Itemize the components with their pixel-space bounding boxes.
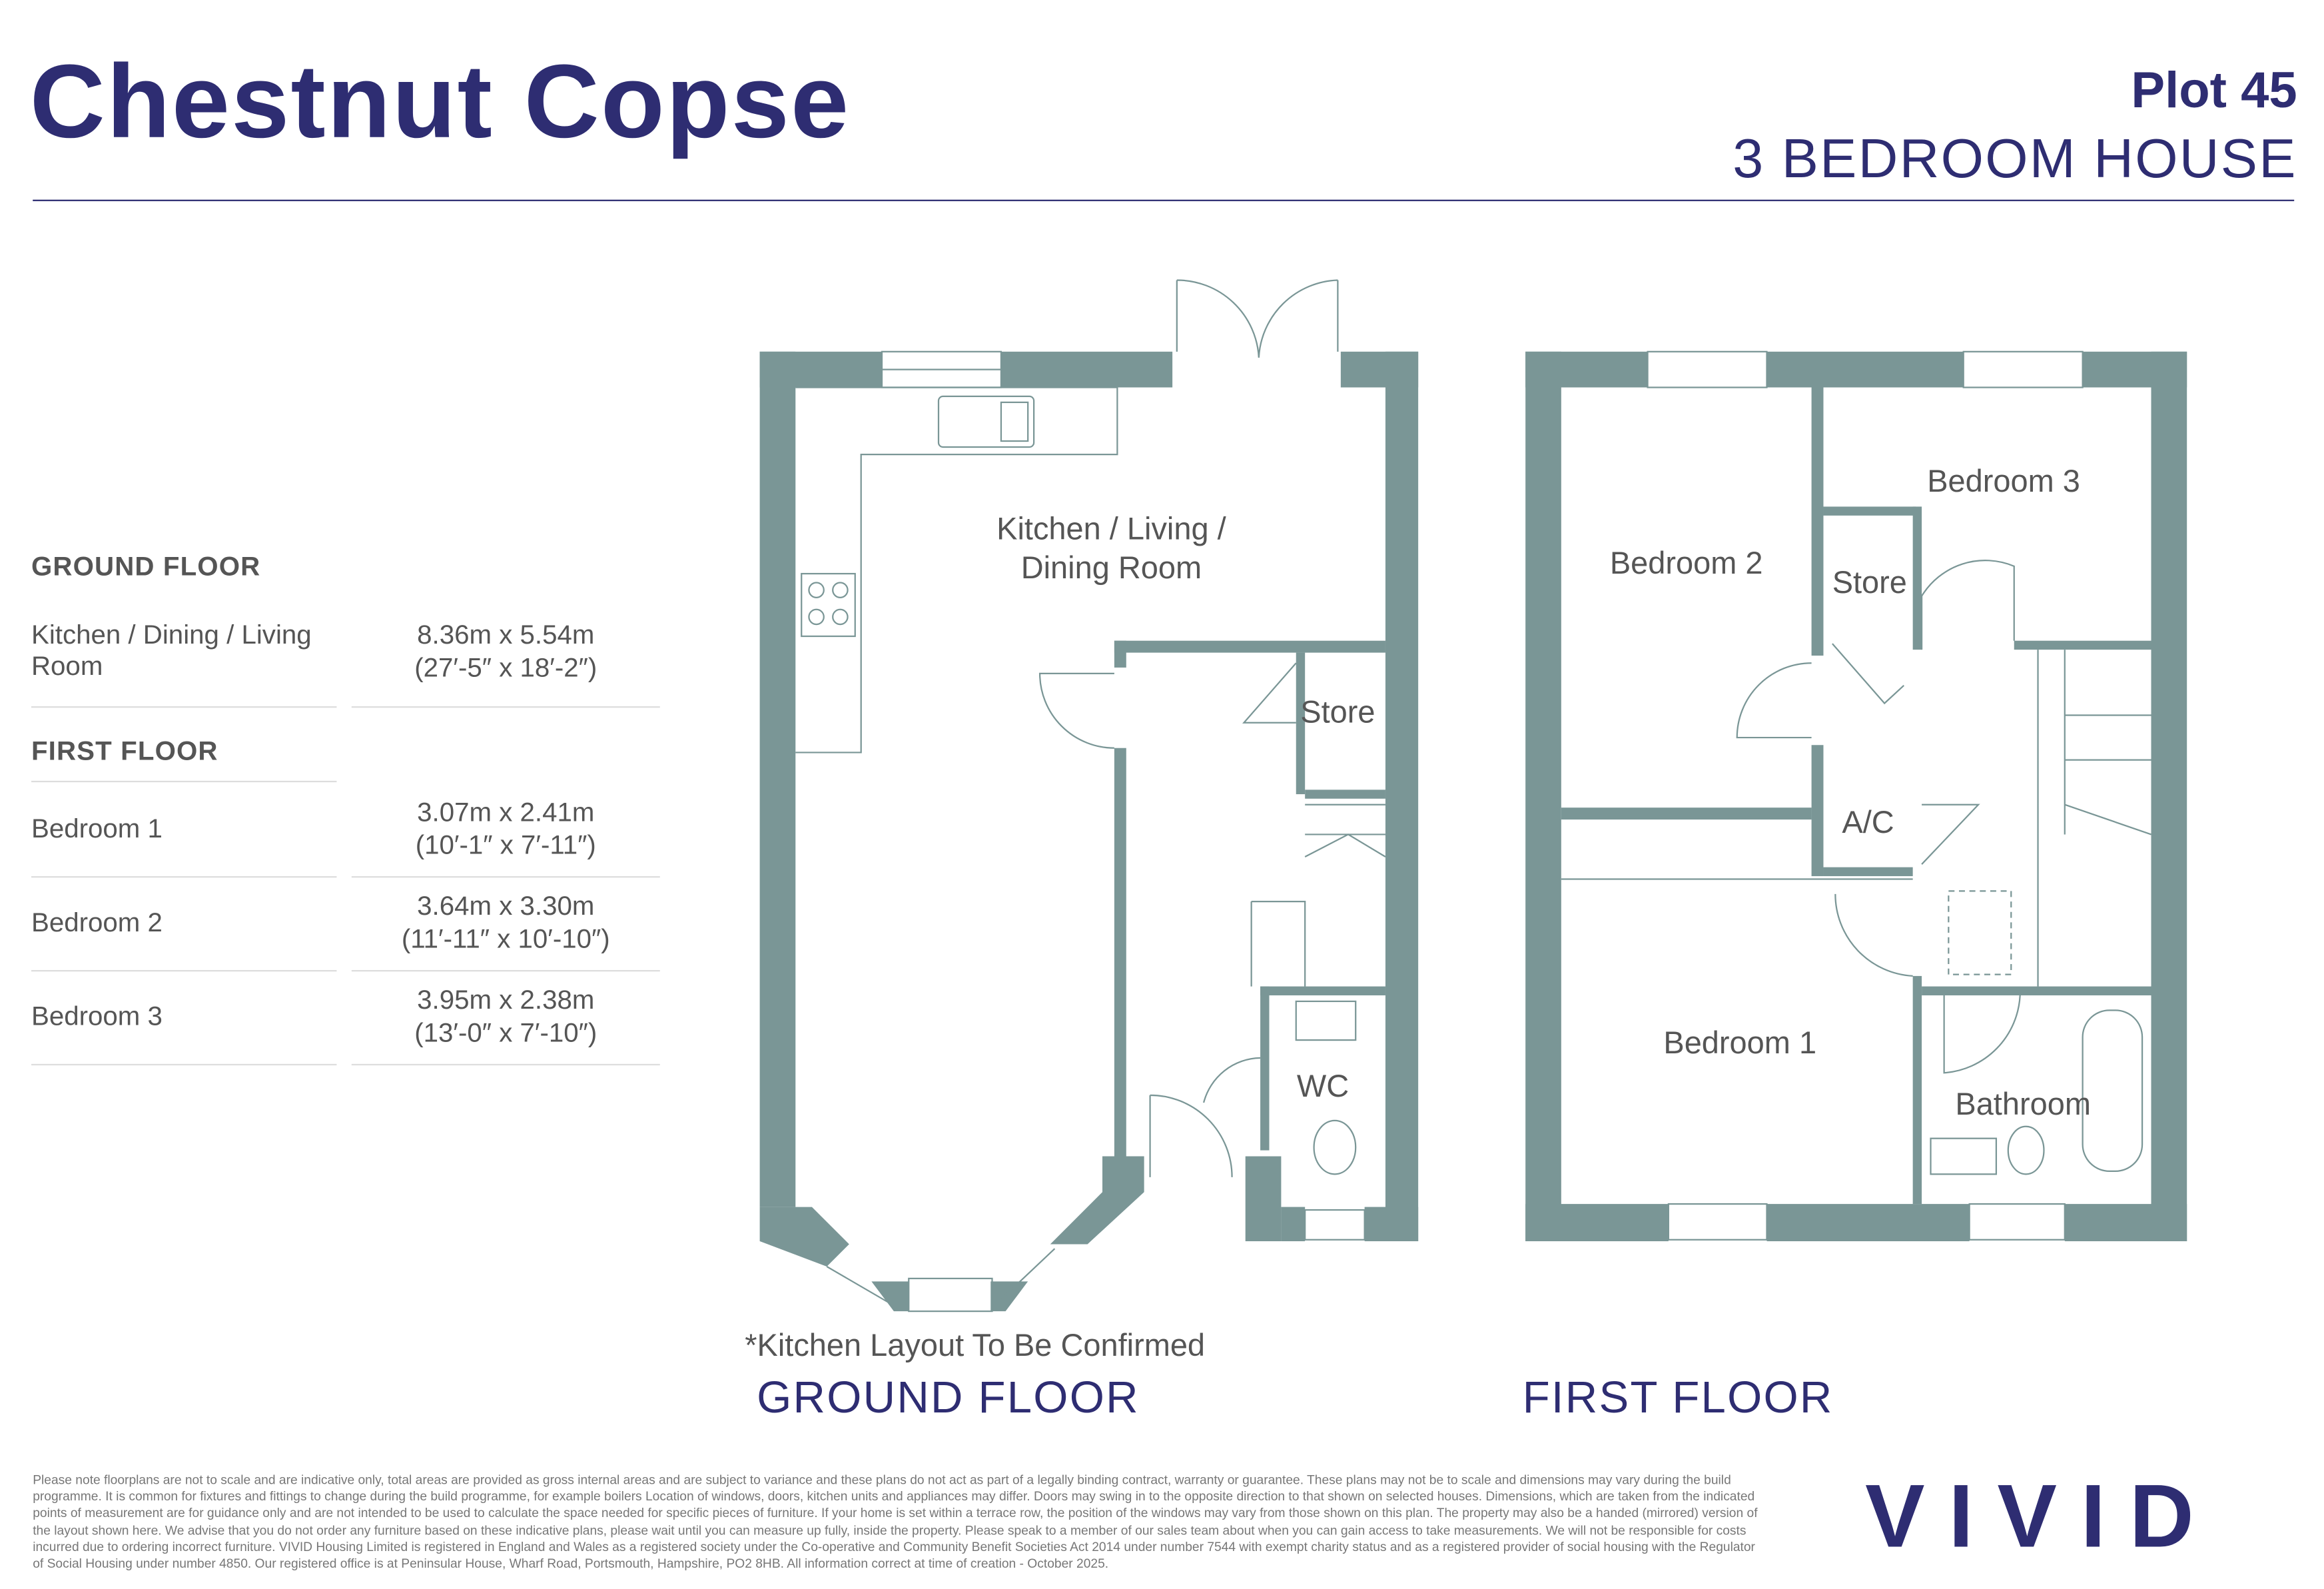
ac-label: A/C [1842, 804, 1894, 839]
ground-floor-plan [759, 351, 1419, 1312]
ground-store-label: Store [1300, 694, 1375, 730]
bedroom-3-label: Bedroom 3 [1927, 463, 2080, 498]
disclaimer: Please note floorplans are not to scale … [33, 1472, 1758, 1571]
room-name: Bedroom 2 [31, 875, 337, 971]
kitchen-label-line1: Kitchen / Living / [996, 511, 1226, 546]
room-name: Bedroom 1 [31, 782, 337, 877]
development-title: Chestnut Copse [29, 43, 851, 160]
room-imperial: (11′-11″ x 10′-10″) [401, 923, 610, 954]
first-floor-heading: FIRST FLOOR [31, 721, 337, 783]
table-row: Bedroom 1 3.07m x 2.41m(10′-1″ x 7′-11″) [31, 782, 660, 877]
bathroom-label: Bathroom [1955, 1086, 2091, 1121]
room-metric: 3.95m x 2.38m [417, 985, 595, 1015]
bedroom-1-label: Bedroom 1 [1663, 1025, 1816, 1060]
kitchen-layout-note: *Kitchen Layout To Be Confirmed [745, 1327, 1205, 1362]
house-type: 3 BEDROOM HOUSE [1733, 128, 2297, 190]
wc-label: WC [1297, 1068, 1349, 1103]
first-floor-fixtures [1561, 350, 2151, 1241]
room-imperial: (10′-1″ x 7′-11″) [415, 829, 596, 860]
room-metric: 3.64m x 3.30m [417, 891, 595, 921]
plot-number: Plot 45 [2131, 62, 2297, 119]
room-name: Bedroom 3 [31, 969, 337, 1065]
ground-floor-heading: GROUND FLOOR [31, 551, 261, 582]
table-row: Bedroom 2 3.64m x 3.30m(11′-11″ x 10′-10… [31, 875, 660, 971]
room-dimensions-table: GROUND FLOOR Kitchen / Dining / Living R… [31, 536, 660, 1065]
first-floor-label: FIRST FLOOR [1523, 1372, 1834, 1422]
first-floor-plan [1525, 351, 2187, 1242]
ground-floor-fixtures [795, 279, 1386, 1313]
vivid-logo: VIVID [1865, 1466, 2217, 1566]
table-row: Kitchen / Dining / Living Room 8.36m x 5… [31, 595, 660, 708]
kitchen-label-line2: Dining Room [1021, 550, 1202, 585]
room-name: Kitchen / Dining / Living Room [31, 595, 337, 708]
bedroom-2-label: Bedroom 2 [1610, 545, 1763, 580]
table-row: Bedroom 3 3.95m x 2.38m(13′-0″ x 7′-10″) [31, 969, 660, 1065]
room-metric: 3.07m x 2.41m [417, 797, 595, 827]
room-metric: 8.36m x 5.54m [417, 619, 595, 649]
first-store-label: Store [1832, 564, 1907, 600]
room-imperial: (13′-0″ x 7′-10″) [414, 1017, 597, 1048]
ground-floor-label: GROUND FLOOR [757, 1372, 1140, 1422]
room-imperial: (27′-5″ x 18′-2″) [414, 652, 597, 682]
header-divider [33, 199, 2295, 201]
